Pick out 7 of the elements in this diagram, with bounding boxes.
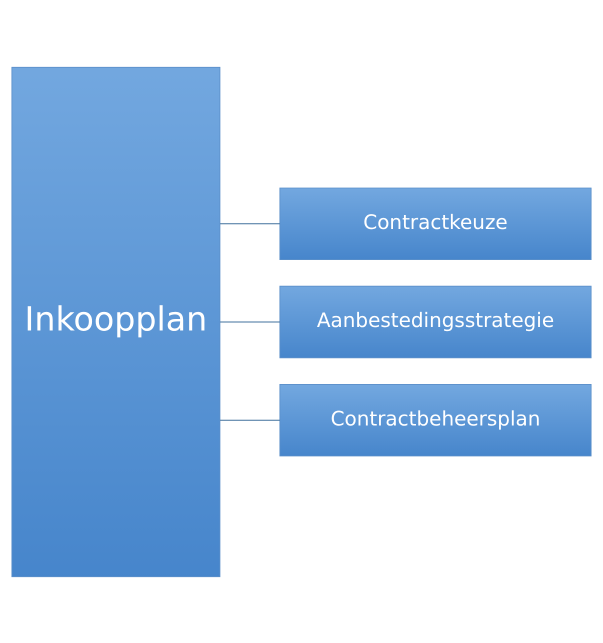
connector bbox=[220, 222, 280, 224]
node-box: Inkoopplan bbox=[11, 66, 220, 577]
node-box: Contractbeheersplan bbox=[279, 384, 592, 456]
node-box: Contractkeuze bbox=[279, 187, 592, 260]
node-box: Aanbestedingsstrategie bbox=[279, 285, 592, 358]
connector bbox=[220, 419, 280, 420]
connector bbox=[220, 321, 280, 322]
